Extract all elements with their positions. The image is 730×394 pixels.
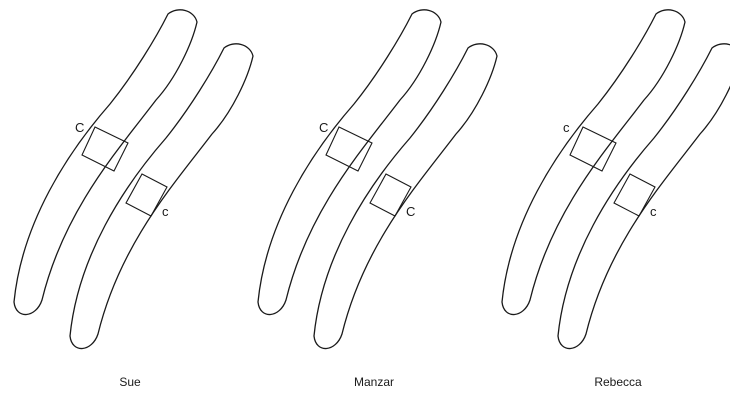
chromosome-sue-2: c — [69, 43, 254, 350]
chromosome-rebecca-1: c — [501, 9, 686, 316]
allele-label: c — [563, 120, 570, 135]
individual-manzar: C C Manzar — [257, 9, 498, 389]
chromosome-manzar-1: C — [257, 9, 442, 316]
individual-rebecca: c c Rebecca — [501, 9, 730, 389]
allele-label: C — [319, 120, 328, 135]
allele-band — [569, 126, 617, 172]
allele-band — [325, 126, 373, 172]
person-name: Manzar — [354, 375, 394, 389]
person-name: Sue — [119, 375, 141, 389]
person-name: Rebecca — [594, 375, 642, 389]
allele-band — [81, 126, 129, 172]
chromosome-manzar-2: C — [313, 43, 498, 350]
chromosome-rebecca-2: c — [557, 43, 730, 350]
allele-label: c — [162, 204, 169, 219]
allele-band — [125, 173, 168, 217]
allele-band — [369, 173, 412, 217]
allele-band — [613, 173, 656, 217]
individual-sue: C c Sue — [13, 9, 254, 389]
allele-label: C — [75, 120, 84, 135]
allele-label: c — [650, 204, 657, 219]
chromosome-sue-1: C — [13, 9, 198, 316]
allele-label: C — [406, 204, 415, 219]
